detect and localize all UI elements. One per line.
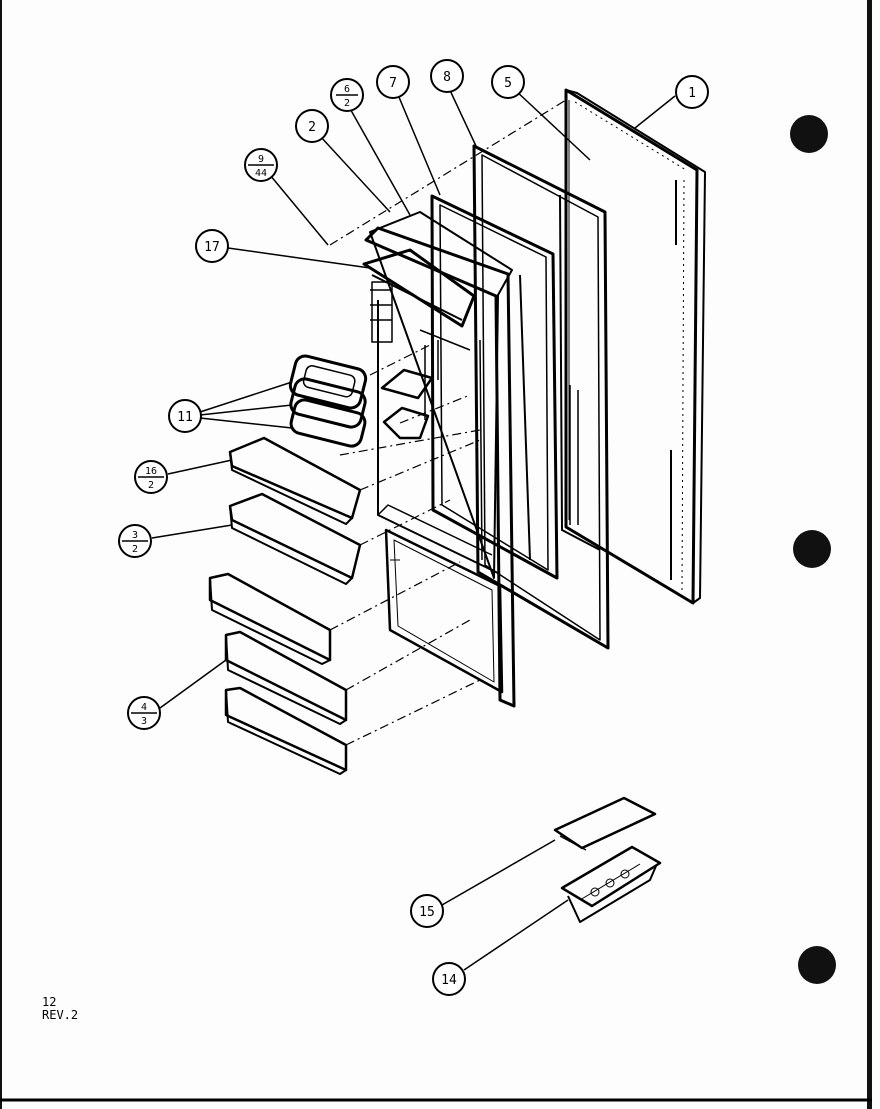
callout-14: [432, 962, 466, 996]
label-16-bottom: 2: [148, 480, 154, 491]
egg-tray: [560, 845, 662, 923]
label-9-top: 9: [258, 154, 264, 165]
stacked-bins: [288, 354, 368, 448]
label-2: 2: [308, 120, 316, 135]
binder-hole-bottom: [798, 946, 836, 984]
callout-5: [491, 65, 525, 99]
label-11: 11: [177, 410, 193, 425]
label-14: 14: [441, 973, 457, 988]
callout-11: [168, 399, 202, 433]
outer-door-panel: [564, 88, 706, 605]
label-4-top: 4: [141, 702, 147, 713]
label-4-bottom: 3: [141, 716, 147, 727]
callout-17: [195, 229, 229, 263]
label-7: 7: [389, 76, 397, 91]
label-5: 5: [504, 76, 512, 91]
assembly-lines: [329, 99, 567, 746]
door-shelf-upper: [228, 436, 362, 525]
callout-7: [376, 65, 410, 99]
butter-cover: [553, 796, 657, 851]
label-8: 8: [443, 70, 451, 85]
callout-1: [675, 75, 709, 109]
label-15: 15: [419, 905, 435, 920]
callout-15: [410, 894, 444, 928]
door-shelf-middle: [228, 492, 362, 585]
door-cups: [380, 368, 434, 440]
label-3-top: 3: [132, 530, 138, 541]
binder-hole-middle: [793, 530, 831, 568]
sheet-revision: REV.2: [42, 1008, 79, 1022]
binder-hole-top: [790, 115, 828, 153]
door-bins: [208, 572, 348, 775]
label-17: 17: [204, 240, 220, 255]
leader-lines: [151, 85, 676, 971]
label-6-top: 6: [344, 84, 350, 95]
sheet-number: 12: [42, 995, 57, 1009]
label-16-top: 16: [145, 466, 157, 477]
label-1: 1: [688, 86, 696, 101]
label-9-bottom: 44: [255, 168, 267, 179]
callout-2: [295, 109, 329, 143]
label-3-bottom: 2: [132, 544, 138, 555]
label-6-bottom: 2: [344, 98, 350, 109]
top-shelf-cover: [362, 248, 476, 343]
callout-8: [430, 59, 464, 93]
